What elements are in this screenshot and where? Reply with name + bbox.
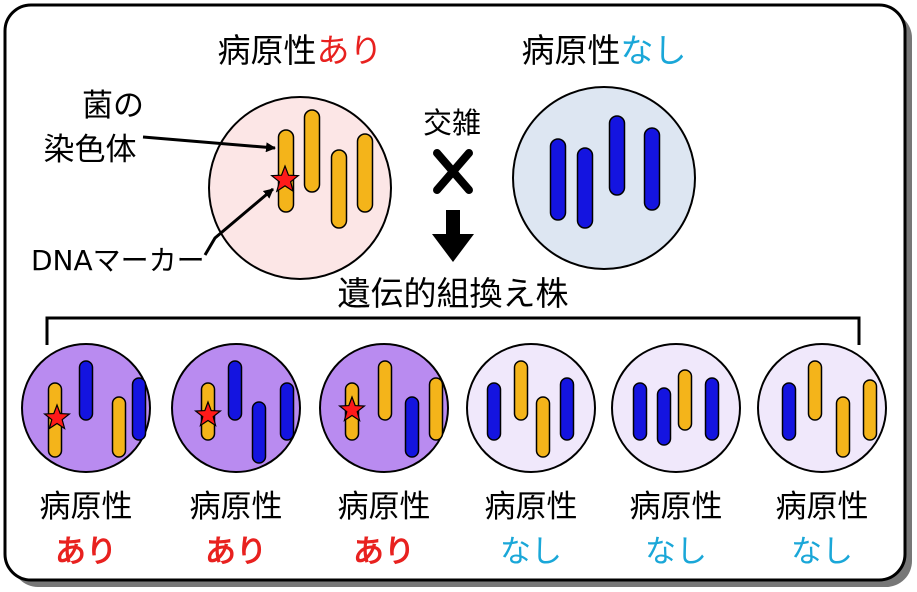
- chromosome: [111, 396, 127, 458]
- chromosome-label-line1: 菌の: [82, 88, 144, 124]
- recombinants-title: 遺伝的組換え株: [338, 274, 569, 313]
- marker-label: DNAマーカー: [31, 244, 205, 277]
- chromosome: [643, 127, 661, 211]
- chromosome: [677, 369, 693, 431]
- parent-right-cell-outline: [512, 86, 696, 270]
- chromosome: [404, 396, 420, 458]
- recombinant-label-prefix: 病原性: [485, 489, 578, 525]
- chromosome: [279, 382, 295, 441]
- chromosome: [428, 377, 444, 441]
- recombinant-label-status: なし: [645, 534, 707, 570]
- chromosome: [131, 377, 147, 441]
- star-icon: [337, 395, 367, 422]
- recombinant-cell: 病原性あり: [171, 343, 301, 570]
- chromosome: [632, 382, 648, 441]
- star-icon: [270, 164, 300, 193]
- recombinant-label-status: なし: [500, 534, 562, 570]
- recombinant-cell-outline: [611, 343, 741, 473]
- recombinant-cell: 病原性なし: [611, 343, 741, 570]
- star-icon: [193, 400, 223, 427]
- chromosome: [303, 109, 321, 193]
- down-arrow-icon: [432, 210, 474, 262]
- parent-cell-pathogenic: [208, 96, 392, 280]
- recombinant-label-status: あり: [55, 534, 117, 570]
- chromosome: [835, 396, 851, 458]
- chromosome-pointer-arrow: [142, 135, 276, 153]
- chromosome: [704, 377, 720, 441]
- chromosome: [807, 360, 823, 421]
- recombinant-label-status: あり: [205, 534, 267, 570]
- parent-cell-nonpathogenic: [512, 86, 696, 270]
- recombinant-label-prefix: 病原性: [338, 489, 431, 525]
- chromosome: [535, 396, 551, 458]
- recombinant-cell: 病原性なし: [757, 343, 887, 570]
- recombinant-label-prefix: 病原性: [776, 489, 869, 525]
- parent-left-label-prefix: 病原性: [218, 31, 317, 70]
- chromosome: [513, 360, 529, 421]
- recombinant-cell-outline: [466, 343, 596, 473]
- marker-pointer-arrow: [203, 187, 274, 256]
- star-icon: [42, 403, 72, 430]
- chromosome: [781, 382, 797, 441]
- recombinants-bracket: [45, 316, 861, 345]
- chromosome: [576, 147, 594, 229]
- recombinant-label-prefix: 病原性: [190, 489, 283, 525]
- cross-icon: [433, 149, 473, 194]
- chromosome-label-line2: 染色体: [44, 132, 137, 168]
- chromosome: [356, 133, 374, 213]
- recombinant-label-prefix: 病原性: [630, 489, 723, 525]
- chromosome: [656, 387, 672, 446]
- chromosome: [862, 379, 878, 441]
- recombinant-cell: 病原性あり: [319, 343, 449, 570]
- chromosome: [251, 401, 267, 464]
- recombinant-cell: 病原性なし: [466, 343, 596, 570]
- recombinant-label-status: あり: [353, 534, 415, 570]
- cross-label: 交雑: [423, 106, 481, 140]
- chromosome: [227, 360, 243, 421]
- recombinant-label-prefix: 病原性: [40, 489, 133, 525]
- chromosome: [549, 138, 567, 221]
- parent-left-label: 病原性あり: [218, 31, 383, 70]
- chromosome: [608, 115, 626, 196]
- chromosome: [78, 360, 94, 421]
- chromosome: [377, 360, 393, 421]
- parent-right-label-prefix: 病原性: [522, 31, 621, 70]
- parent-right-label: 病原性なし: [522, 31, 687, 70]
- recombinant-label-status: なし: [791, 534, 853, 570]
- recombinant-cell: 病原性あり: [21, 343, 151, 570]
- chromosome: [559, 377, 575, 441]
- parent-left-cell-outline: [208, 96, 392, 280]
- chromosome: [486, 382, 502, 441]
- chromosome: [330, 149, 348, 229]
- parent-right-label-status: なし: [621, 31, 687, 70]
- parent-left-label-status: あり: [317, 31, 383, 70]
